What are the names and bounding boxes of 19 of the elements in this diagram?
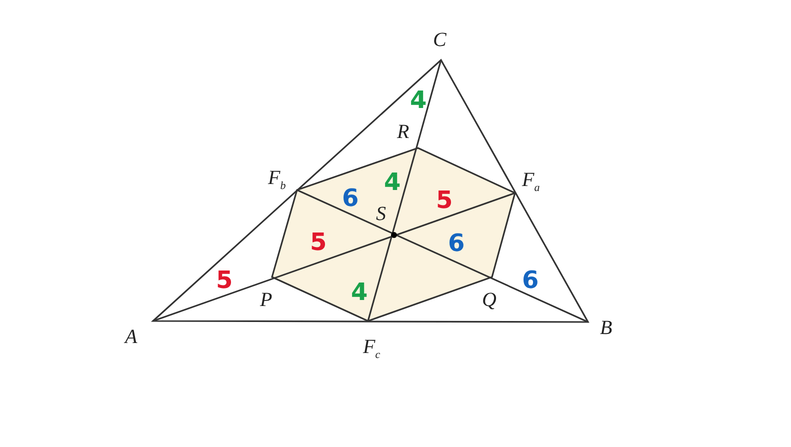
point-label: F$_{b}$ (268, 168, 286, 192)
point-label: S (376, 204, 386, 224)
region-number: 6 (342, 186, 359, 210)
region-number: 5 (216, 268, 233, 292)
region-number: 4 (351, 280, 368, 304)
point-label: F$_{a}$ (522, 170, 540, 194)
point-label: R (397, 122, 410, 142)
region-number: 5 (436, 188, 453, 212)
region-number: 6 (522, 268, 539, 292)
region-number: 5 (310, 230, 327, 254)
point-label: C (433, 30, 446, 50)
point-label: A (125, 327, 138, 347)
point-label: F$_{c}$ (363, 337, 380, 361)
region-number: 6 (448, 231, 465, 255)
point-label: Q (482, 290, 496, 310)
point-label: B (600, 318, 612, 338)
point-label: P (260, 290, 272, 310)
region-number: 4 (410, 88, 427, 112)
region-number: 4 (384, 170, 401, 194)
